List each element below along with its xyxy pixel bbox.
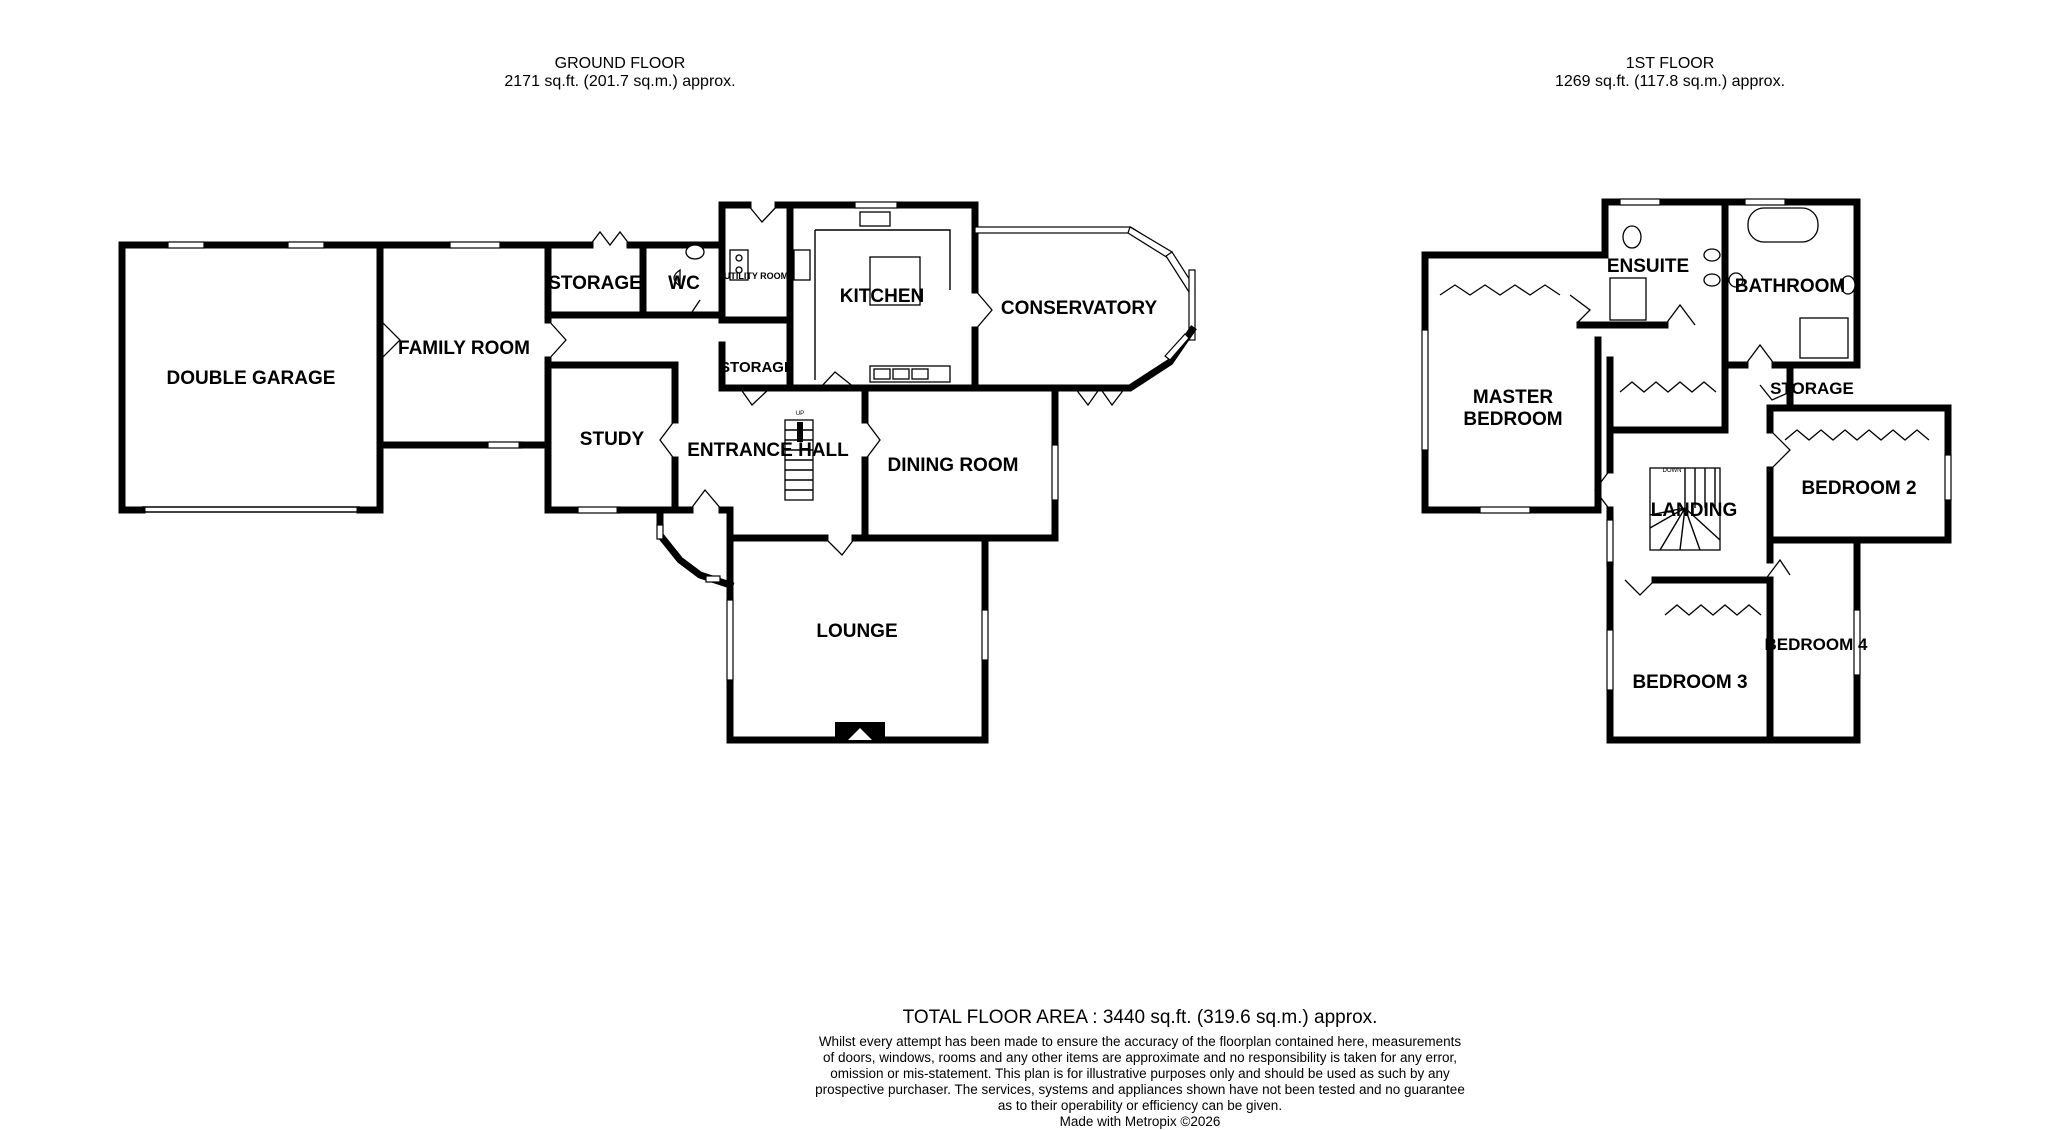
room-bedroom-4: BEDROOM 4 [1765, 635, 1869, 654]
bath-tub [1747, 207, 1819, 243]
first-floor-area: 1269 sq.ft. (117.8 sq.m.) approx. [1554, 73, 1786, 90]
room-wc: WC [668, 273, 700, 294]
room-ensuite: ENSUITE [1607, 256, 1689, 277]
ground-floor-stairs: UP [784, 411, 814, 501]
room-utility: UTILITY ROOM [724, 271, 788, 281]
ground-floor-area: 2171 sq.ft. (201.7 sq.m.) approx. [504, 73, 736, 90]
room-lounge: LOUNGE [816, 621, 897, 642]
room-storage-1: STORAGE [548, 273, 642, 294]
room-dining-room: DINING ROOM [888, 455, 1019, 476]
first-floor-stairs: DOWN [1649, 467, 1721, 551]
room-family-room: FAMILY ROOM [398, 338, 530, 359]
total-floor-area: TOTAL FLOOR AREA : 3440 sq.ft. (319.6 sq… [902, 1007, 1378, 1028]
disclaimer-line: of doors, windows, rooms and any other i… [822, 1050, 1458, 1065]
disclaimer-line: omission or mis-statement. This plan is … [830, 1066, 1450, 1081]
room-storage-2: STORAGE [720, 359, 794, 376]
bathroom-shower [1799, 317, 1849, 359]
room-master-bedroom-line2: BEDROOM [1463, 409, 1562, 430]
first-floor-header: 1ST FLOOR 1269 sq.ft. (117.8 sq.m.) appr… [1470, 55, 1870, 91]
room-storage-first: STORAGE [1770, 379, 1854, 398]
metropix-credit: Made with Metropix ©2026 [1059, 1114, 1221, 1129]
disclaimer: Whilst every attempt has been made to en… [690, 1034, 1590, 1130]
kitchen-island [869, 256, 921, 306]
room-entrance-hall: ENTRANCE HALL [687, 440, 849, 461]
ground-floor-header: GROUND FLOOR 2171 sq.ft. (201.7 sq.m.) a… [420, 55, 820, 91]
disclaimer-line: as to their operability or efficiency ca… [997, 1098, 1283, 1113]
first-floor-plan: DOWN ENSUITE BATHROOM MASTER BEDROOM STO… [1421, 198, 1952, 744]
room-bathroom: BATHROOM [1735, 276, 1845, 297]
ground-floor-plan: UP DOUBLE GARAGE FAMILY ROOM STORAGE WC … [118, 201, 1197, 744]
room-bedroom-2: BEDROOM 2 [1801, 478, 1916, 499]
stair-up-label: UP [796, 411, 804, 417]
first-floor-title: 1ST FLOOR [1625, 55, 1715, 72]
ensuite-shower [1609, 277, 1647, 321]
room-master-bedroom-line1: MASTER [1473, 387, 1554, 408]
ground-floor-title: GROUND FLOOR [554, 55, 686, 72]
room-bedroom-3: BEDROOM 3 [1632, 672, 1747, 693]
stair-down-label: DOWN [1663, 468, 1682, 474]
disclaimer-line: Whilst every attempt has been made to en… [818, 1034, 1462, 1049]
room-kitchen: KITCHEN [840, 286, 924, 307]
disclaimer-line: prospective purchaser. The services, sys… [815, 1082, 1465, 1097]
room-landing: LANDING [1651, 500, 1738, 521]
room-double-garage: DOUBLE GARAGE [167, 368, 336, 389]
room-conservatory: CONSERVATORY [1001, 298, 1158, 319]
room-study: STUDY [580, 429, 645, 450]
